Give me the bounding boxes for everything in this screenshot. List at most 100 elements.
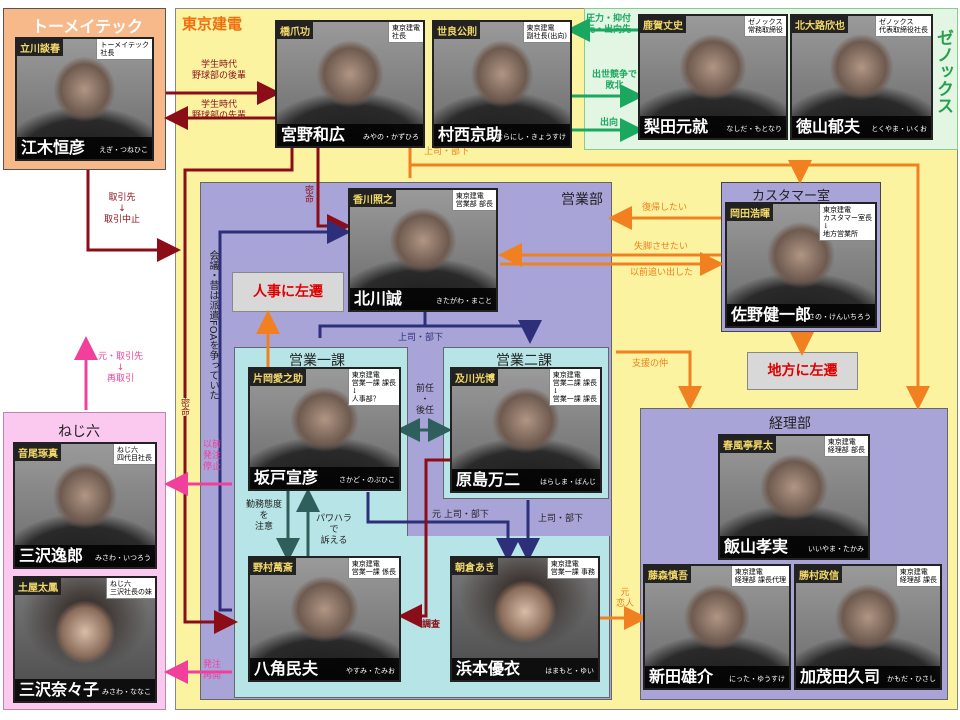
name-bar: 佐野健一郎さの・けんいちろう — [727, 304, 875, 326]
label-atsuryoku: 圧力・抑付 元・出向先 — [586, 14, 632, 35]
role-text: 東京建電 営業部 部長 — [451, 190, 496, 211]
name-bar: 宮野和広 みやの・かずひろ — [277, 124, 423, 146]
name-bar: 浜本優衣はまもと・ゆい — [452, 658, 598, 680]
role-text: ねじ六 四代目社長 — [113, 444, 155, 465]
character-yomi: みやの・かずひろ — [363, 133, 419, 141]
card-iiyama[interactable]: 春風亭昇太 東京建電 経理部 部長 飯山孝実 いいやま・たかみ — [718, 434, 870, 560]
card-yasumi[interactable]: 野村萬斎 東京建電 営業一課 係長 八角民夫やすみ・たみお — [248, 556, 401, 682]
character-yomi: なしだ・もとなり — [726, 125, 782, 133]
character-name: 三沢奈々子 — [19, 680, 100, 699]
chiho-demotion-box: 地方に左遷 — [747, 352, 858, 390]
card-nitta[interactable]: 藤森慎吾 東京建電 経理部 課長代理 新田雄介にった・ゆうすけ — [643, 564, 791, 690]
label-zennin: 前任 ・ 後任 — [416, 384, 435, 416]
card-nashida[interactable]: 鹿賀丈史 ゼノックス 常務取締役 梨田元就 なしだ・もとなり — [638, 14, 788, 140]
name-bar: 三沢逸郎みさわ・いつろう — [15, 545, 155, 567]
character-name: 村西京助 — [438, 125, 503, 144]
card-kamoda[interactable]: 勝村政信 東京建電 経理部 課長 加茂田久司かもだ・ひさし — [794, 564, 942, 690]
name-bar: 原島万二はらしま・ばんじ — [452, 469, 600, 491]
role-text: 東京建電 経理部 部長 — [823, 436, 868, 457]
label-hacchu: 発注 再開 — [203, 660, 222, 681]
label-oidashi: 以前追い出した — [630, 268, 694, 278]
actor-name: 岡田浩暉 — [727, 204, 773, 221]
label-moto-torihiki: 元・取引先 ↓ 再取引 — [98, 352, 144, 384]
character-yomi: えぎ・つねひこ — [99, 146, 148, 154]
tomei-tech-title: トーメイテック — [32, 17, 144, 36]
character-name: 佐野健一郎 — [731, 305, 812, 324]
label-ijime: 以前 発注 停止 — [203, 440, 222, 472]
character-yomi: みさわ・ななこ — [102, 688, 151, 696]
actor-name: 春風亭昇太 — [720, 436, 776, 453]
character-yomi: いいやま・たかみ — [808, 545, 864, 553]
character-yomi: はらしま・ばんじ — [540, 478, 596, 486]
eigyo2-title: 営業二課 — [496, 353, 552, 369]
card-misawa-itsuro[interactable]: 音尾琢真 ねじ六 四代目社長 三沢逸郎みさわ・いつろう — [13, 442, 157, 569]
actor-name: 立川談春 — [17, 39, 63, 56]
character-name: 江木恒彦 — [21, 138, 86, 157]
name-bar: 坂戸宣彦さかど・のぶひこ — [250, 467, 399, 489]
label-kinmu: 勤務態度 を 注意 — [246, 500, 283, 532]
label-senpai-kohai: 学生時代 野球部の後輩 — [192, 60, 247, 81]
label-shikkaku: 失脚させたい — [634, 242, 689, 252]
actor-name: 勝村政信 — [796, 566, 842, 583]
character-yomi: やすみ・たみお — [346, 667, 395, 675]
card-sano[interactable]: 岡田浩暉 東京建電 カスタマー室長 ↓ 地方営業所 佐野健一郎さの・けんいちろう — [725, 202, 877, 328]
role-text: 東京建電 経理部 課長代理 — [730, 566, 789, 587]
card-egi[interactable]: 立川談春 トーメイテック 社長 江木恒彦 えぎ・つねひこ — [15, 37, 154, 161]
character-yomi: むらにし・きょうすけ — [496, 133, 566, 141]
name-bar: 三沢奈々子みさわ・ななこ — [15, 679, 155, 701]
label-enjo: 支援の仲 — [632, 359, 669, 369]
role-text: ゼノックス 常務取締役 — [744, 16, 786, 37]
label-joshi-buka-small: 上司・部下 — [538, 514, 584, 524]
actor-name: 藤森慎吾 — [645, 566, 691, 583]
card-sakado[interactable]: 片岡愛之助 東京建電 営業一課 課長 ↓ 人事部？ 坂戸宣彦さかど・のぶひこ — [248, 367, 401, 491]
actor-name: 土屋太鳳 — [15, 578, 61, 595]
character-name: 宮野和広 — [281, 125, 346, 144]
character-yomi: かもだ・ひさし — [887, 675, 936, 683]
actor-name: 香川照之 — [350, 190, 396, 207]
keiri-title: 経理部 — [769, 416, 811, 432]
zenox-title: ゼノックス — [933, 29, 953, 114]
actor-name: 鹿賀丈史 — [640, 16, 686, 33]
label-chosa: 調査 — [422, 620, 441, 630]
actor-name: 片岡愛之助 — [250, 369, 306, 386]
label-moto-joshi: 元 上司・部下 — [432, 510, 489, 520]
label-mitsumei-1: 密命 — [303, 185, 313, 203]
role-text: トーメイテック 社長 — [96, 39, 152, 60]
role-text: 東京建電 社長 — [388, 22, 423, 43]
role-text: ゼノックス 代表取締役社長 — [875, 16, 931, 37]
role-text: 東京建電 営業一課 事務 — [546, 558, 598, 579]
character-name: 北川誠 — [354, 289, 403, 308]
nejiroku-title: ねじ六 — [58, 424, 100, 440]
card-miyano[interactable]: 橋爪功 東京建電 社長 宮野和広みやの・かずひろ — [275, 20, 425, 148]
eigyo-title: 営業部 — [561, 192, 603, 208]
actor-name: 世良公則 — [434, 22, 480, 39]
label-joshi-buka-mid: 上司・部下 — [398, 333, 444, 343]
character-yomi: きたがわ・まこと — [436, 297, 492, 305]
name-bar: 徳山郁夫とくやま・いくお — [792, 116, 931, 138]
card-muranishi[interactable]: 世良公則 東京建電 副社長(出向) 村西京助むらにし・きょうすけ — [432, 20, 572, 148]
card-misawa-nanako[interactable]: 土屋太鳳 ねじ六 三沢社長の妹 三沢奈々子みさわ・ななこ — [13, 576, 157, 703]
character-name: 三沢逸郎 — [19, 546, 84, 565]
role-text: 東京建電 経理部 課長 — [895, 566, 940, 587]
card-tokuyama[interactable]: 北大路欣也 ゼノックス 代表取締役社長 徳山郁夫とくやま・いくお — [790, 14, 933, 140]
actor-name: 北大路欣也 — [792, 16, 848, 33]
name-bar: 北川誠 きたがわ・まこと — [350, 288, 496, 310]
name-bar: 村西京助むらにし・きょうすけ — [434, 124, 570, 146]
name-bar: 梨田元就 なしだ・もとなり — [640, 116, 786, 138]
character-name: 飯山孝実 — [724, 537, 789, 556]
card-harashima[interactable]: 及川光博 東京建電 営業二課 課長 ↓ 営業一課 課長 原島万二はらしま・ばんじ — [450, 367, 602, 493]
character-name: 加茂田久司 — [800, 667, 881, 686]
card-kitagawa[interactable]: 香川照之 東京建電 営業部 部長 北川誠 きたがわ・まこと — [348, 188, 498, 312]
character-name: 徳山郁夫 — [796, 117, 861, 136]
name-bar: 新田雄介にった・ゆうすけ — [645, 666, 789, 688]
card-hamamoto[interactable]: 朝倉あき 東京建電 営業一課 事務 浜本優衣はまもと・ゆい — [450, 556, 600, 682]
character-name: 梨田元就 — [644, 117, 709, 136]
character-name: 新田雄介 — [649, 667, 714, 686]
label-pawahara: パワハラ で 訴える — [316, 514, 352, 546]
character-name: 八角民夫 — [254, 659, 319, 678]
label-joshi-buka-top: 上司・部下 — [424, 147, 470, 157]
character-yomi: さかど・のぶひこ — [339, 476, 395, 484]
character-yomi: さの・けんいちろう — [808, 313, 871, 321]
name-bar: 飯山孝実 いいやま・たかみ — [720, 536, 868, 558]
label-mitsumei-2: 密命 — [178, 398, 190, 416]
